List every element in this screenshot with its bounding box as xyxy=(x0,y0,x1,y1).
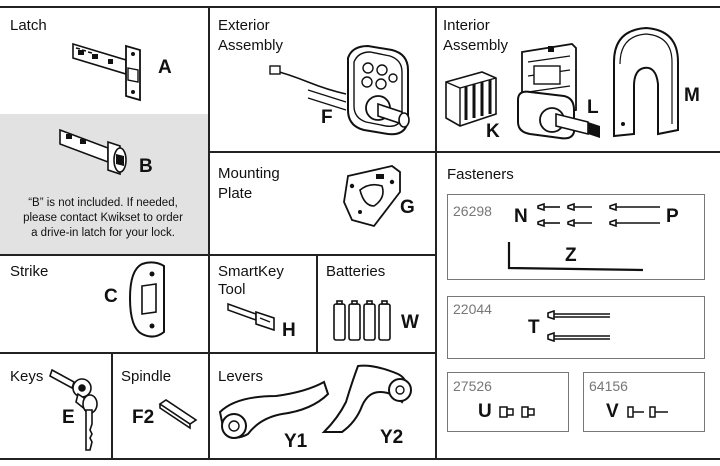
fastener-t-letter: T xyxy=(528,317,540,338)
fastener-z-letter: Z xyxy=(565,245,577,266)
spindle-illustration xyxy=(158,399,198,430)
divider-vertical-2 xyxy=(435,6,437,459)
fastener-box-22044 xyxy=(447,296,705,359)
fastener-p-letter: P xyxy=(666,206,679,227)
screws-t-illustration xyxy=(547,309,610,343)
strike-illustration xyxy=(128,261,165,338)
latch-b-note-line3: a drive-in latch for your lock. xyxy=(31,227,175,239)
divider-batteries xyxy=(316,254,318,352)
interior-title-line1: Interior xyxy=(443,17,490,34)
cover-m-illustration xyxy=(613,26,679,138)
divider-fasteners-top xyxy=(435,151,720,153)
fastener-box-64156 xyxy=(583,372,705,432)
fastener-code-22044: 22044 xyxy=(453,301,492,317)
exterior-title-line1: Exterior xyxy=(218,17,270,34)
fastener-n-letter: N xyxy=(514,206,528,227)
spindle-f2-letter: F2 xyxy=(132,407,155,428)
battery-pack-k-illustration xyxy=(445,71,497,127)
lever-y2-letter: Y2 xyxy=(380,427,404,448)
fastener-box-27526 xyxy=(447,372,569,432)
mounting-g-letter: G xyxy=(400,197,415,218)
smartkey-tool-illustration xyxy=(227,302,275,332)
fastener-code-64156: 64156 xyxy=(589,378,628,394)
keys-title: Keys xyxy=(10,368,44,385)
divider-mount-top xyxy=(208,151,435,153)
fastener-u-letter: U xyxy=(478,401,492,422)
keys-e-letter: E xyxy=(62,407,75,428)
fastener-v-letter: V xyxy=(606,401,619,422)
hex-key-z-illustration xyxy=(507,242,644,272)
screws-p-illustration xyxy=(609,202,660,228)
bottom-border xyxy=(0,458,720,460)
latch-a-illustration xyxy=(72,42,141,102)
batteries-w-letter: W xyxy=(401,312,419,333)
strike-c-letter: C xyxy=(104,286,118,307)
batteries-illustration xyxy=(333,300,391,341)
keys-illustration xyxy=(49,368,98,451)
screws-u-illustration xyxy=(499,406,535,418)
fastener-code-26298: 26298 xyxy=(453,203,492,219)
interior-assembly-l-illustration xyxy=(517,43,600,140)
interior-l-letter: L xyxy=(587,97,599,118)
screws-n-illustration xyxy=(537,202,592,228)
latch-b-illustration xyxy=(59,128,127,176)
lever-y1-letter: Y1 xyxy=(284,431,308,452)
mounting-title-line2: Plate xyxy=(218,185,253,202)
divider-vertical-1 xyxy=(208,6,210,459)
levers-title: Levers xyxy=(218,368,264,385)
latch-b-note-line1: “B” is not included. If needed, xyxy=(28,197,178,209)
batteries-title: Batteries xyxy=(326,263,386,280)
divider-spindle xyxy=(111,352,113,459)
exterior-assembly-illustration xyxy=(269,44,410,136)
smartkey-title-line2: Tool xyxy=(218,281,246,298)
lever-y1-illustration xyxy=(218,380,330,439)
fastener-box-26298 xyxy=(447,194,705,280)
lever-y2-illustration xyxy=(321,364,412,433)
mounting-title-line1: Mounting xyxy=(218,165,280,182)
latch-title: Latch xyxy=(10,17,47,34)
exterior-title-line2: Assembly xyxy=(218,37,284,54)
mounting-plate-illustration xyxy=(343,165,401,228)
fastener-code-27526: 27526 xyxy=(453,378,492,394)
latch-b-note-line2: please contact Kwikset to order xyxy=(23,212,183,224)
smartkey-title-line1: SmartKey xyxy=(218,263,284,280)
divider-row3 xyxy=(0,352,435,354)
latch-b-cell xyxy=(0,114,208,254)
interior-k-letter: K xyxy=(486,121,500,142)
spindle-title: Spindle xyxy=(121,368,172,385)
top-border xyxy=(0,6,720,8)
divider-row2 xyxy=(0,254,435,256)
strike-title: Strike xyxy=(10,263,49,280)
latch-a-letter: A xyxy=(158,57,172,78)
screws-v-illustration xyxy=(627,406,668,418)
interior-title-line2: Assembly xyxy=(443,37,509,54)
latch-b-letter: B xyxy=(139,156,153,177)
smartkey-h-letter: H xyxy=(282,320,296,341)
fasteners-title: Fasteners xyxy=(447,166,514,183)
interior-m-letter: M xyxy=(684,85,700,106)
exterior-f-letter: F xyxy=(321,107,333,128)
